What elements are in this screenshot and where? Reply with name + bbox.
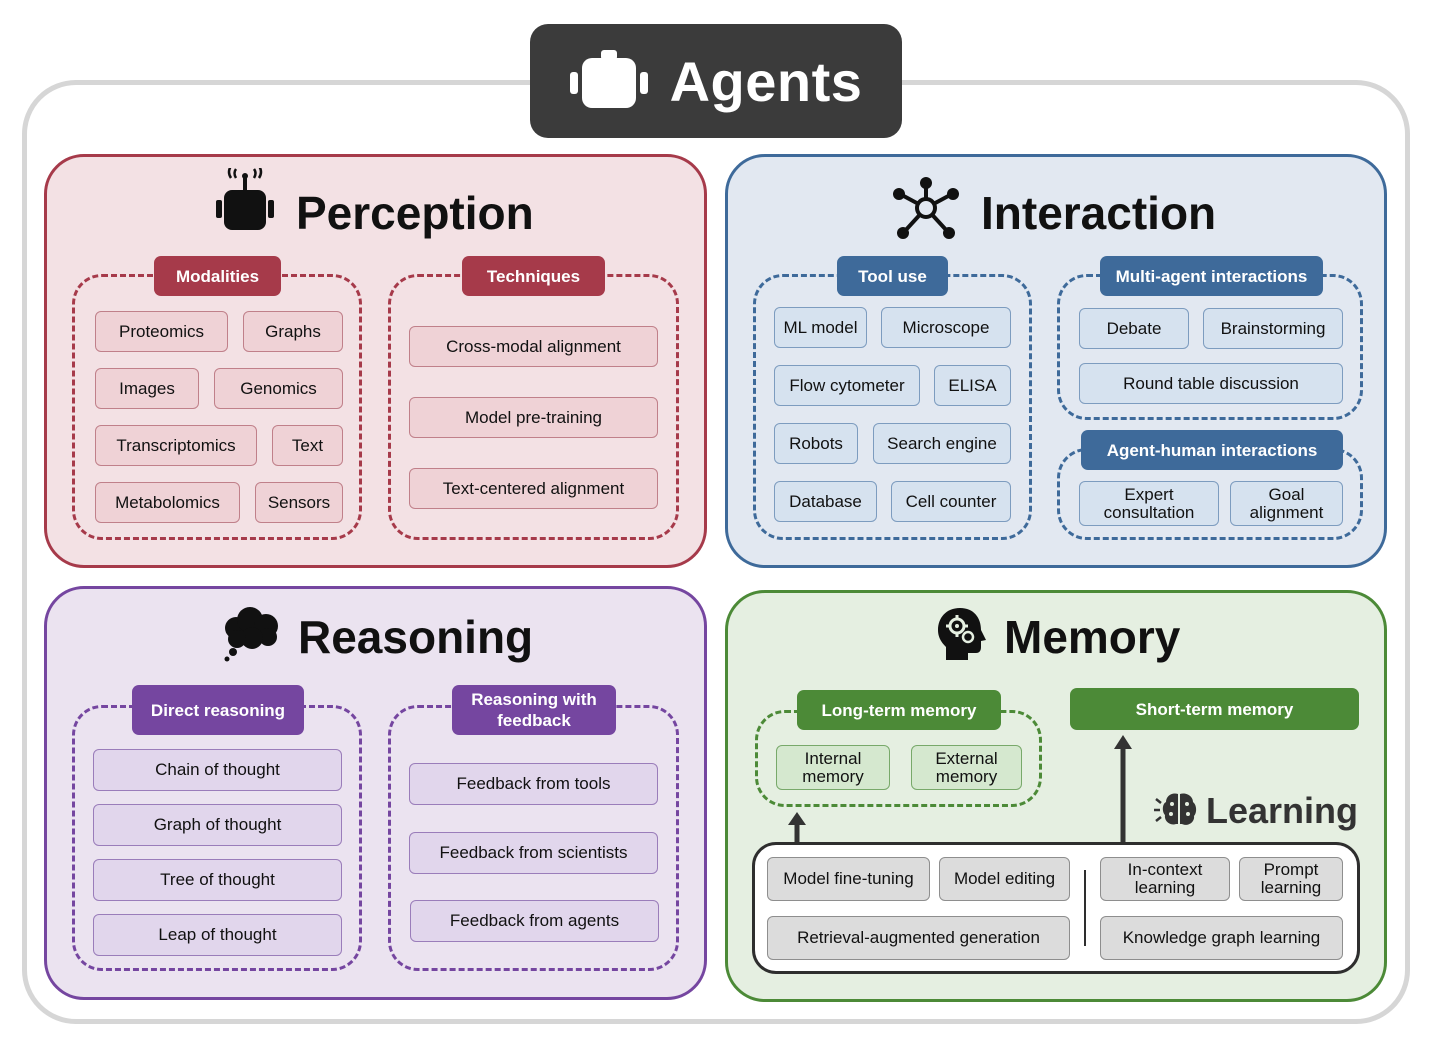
tool-search-engine: Search engine: [873, 423, 1011, 464]
learning-in-context: In-context learning: [1100, 857, 1230, 901]
feedback-from-agents: Feedback from agents: [410, 900, 659, 942]
short-term-memory-header: Short-term memory: [1070, 688, 1359, 730]
learning-prompt: Prompt learning: [1239, 857, 1343, 901]
technique-cross-modal: Cross-modal alignment: [409, 326, 658, 367]
modality-sensors: Sensors: [255, 482, 343, 523]
arrow-to-short-term: [1114, 735, 1132, 843]
modality-genomics: Genomics: [214, 368, 343, 409]
tool-database: Database: [774, 481, 877, 522]
reasoning-tree-of-thought: Tree of thought: [93, 859, 342, 901]
learning-divider: [1084, 870, 1086, 946]
page-title: Agents: [669, 49, 863, 113]
multi-agent-debate: Debate: [1079, 308, 1189, 349]
agent-human-header: Agent-human interactions: [1081, 430, 1343, 470]
modality-metabolomics: Metabolomics: [95, 482, 240, 523]
modality-images: Images: [95, 368, 199, 409]
modality-transcriptomics: Transcriptomics: [95, 425, 257, 466]
arrow-to-long-term: [788, 812, 806, 844]
reasoning-chain-of-thought: Chain of thought: [93, 749, 342, 791]
techniques-header: Techniques: [462, 256, 605, 296]
modalities-header: Modalities: [154, 256, 281, 296]
direct-reasoning-header: Direct reasoning: [132, 685, 304, 735]
tool-robots: Robots: [774, 423, 858, 464]
long-term-memory-header: Long-term memory: [797, 690, 1001, 730]
agent-human-goal: Goal alignment: [1230, 481, 1343, 526]
memory-internal: Internal memory: [776, 745, 890, 790]
reasoning-title: Reasoning: [298, 611, 534, 663]
tool-cell-counter: Cell counter: [891, 481, 1011, 522]
feedback-reasoning-header: Reasoning with feedback: [452, 685, 616, 735]
tool-ml-model: ML model: [774, 307, 867, 348]
multi-agent-round-table: Round table discussion: [1079, 363, 1343, 404]
interaction-title: Interaction: [981, 187, 1217, 239]
modality-proteomics: Proteomics: [95, 311, 228, 352]
tool-use-header: Tool use: [837, 256, 948, 296]
memory-title: Memory: [1004, 611, 1181, 663]
tool-flow-cytometer: Flow cytometer: [774, 365, 920, 406]
technique-pretraining: Model pre-training: [409, 397, 658, 438]
reasoning-leap-of-thought: Leap of thought: [93, 914, 342, 956]
feedback-from-scientists: Feedback from scientists: [409, 832, 658, 874]
multi-agent-header: Multi-agent interactions: [1100, 256, 1323, 296]
learning-model-editing: Model editing: [939, 857, 1070, 901]
thought-cloud-icon: [224, 607, 278, 662]
memory-external: External memory: [911, 745, 1022, 790]
reasoning-graph-of-thought: Graph of thought: [93, 804, 342, 846]
robot-icon: [569, 50, 648, 108]
multi-agent-brainstorming: Brainstorming: [1203, 308, 1343, 349]
learning-rag: Retrieval-augmented generation: [767, 916, 1070, 960]
head-gears-icon: [938, 608, 986, 660]
brain-icon: [1154, 793, 1197, 825]
antenna-robot-icon: [216, 168, 274, 230]
agent-human-expert: Expert consultation: [1079, 481, 1219, 526]
learning-knowledge-graph: Knowledge graph learning: [1100, 916, 1343, 960]
tool-microscope: Microscope: [881, 307, 1011, 348]
learning-title: Learning: [1206, 790, 1359, 831]
learning-fine-tuning: Model fine-tuning: [767, 857, 930, 901]
technique-text-centered: Text-centered alignment: [409, 468, 658, 509]
modality-graphs: Graphs: [243, 311, 343, 352]
feedback-from-tools: Feedback from tools: [409, 763, 658, 805]
tool-elisa: ELISA: [934, 365, 1011, 406]
perception-title: Perception: [296, 187, 534, 239]
agents-title-banner: Agents: [530, 24, 902, 138]
modality-text: Text: [272, 425, 343, 466]
network-icon: [893, 177, 959, 239]
